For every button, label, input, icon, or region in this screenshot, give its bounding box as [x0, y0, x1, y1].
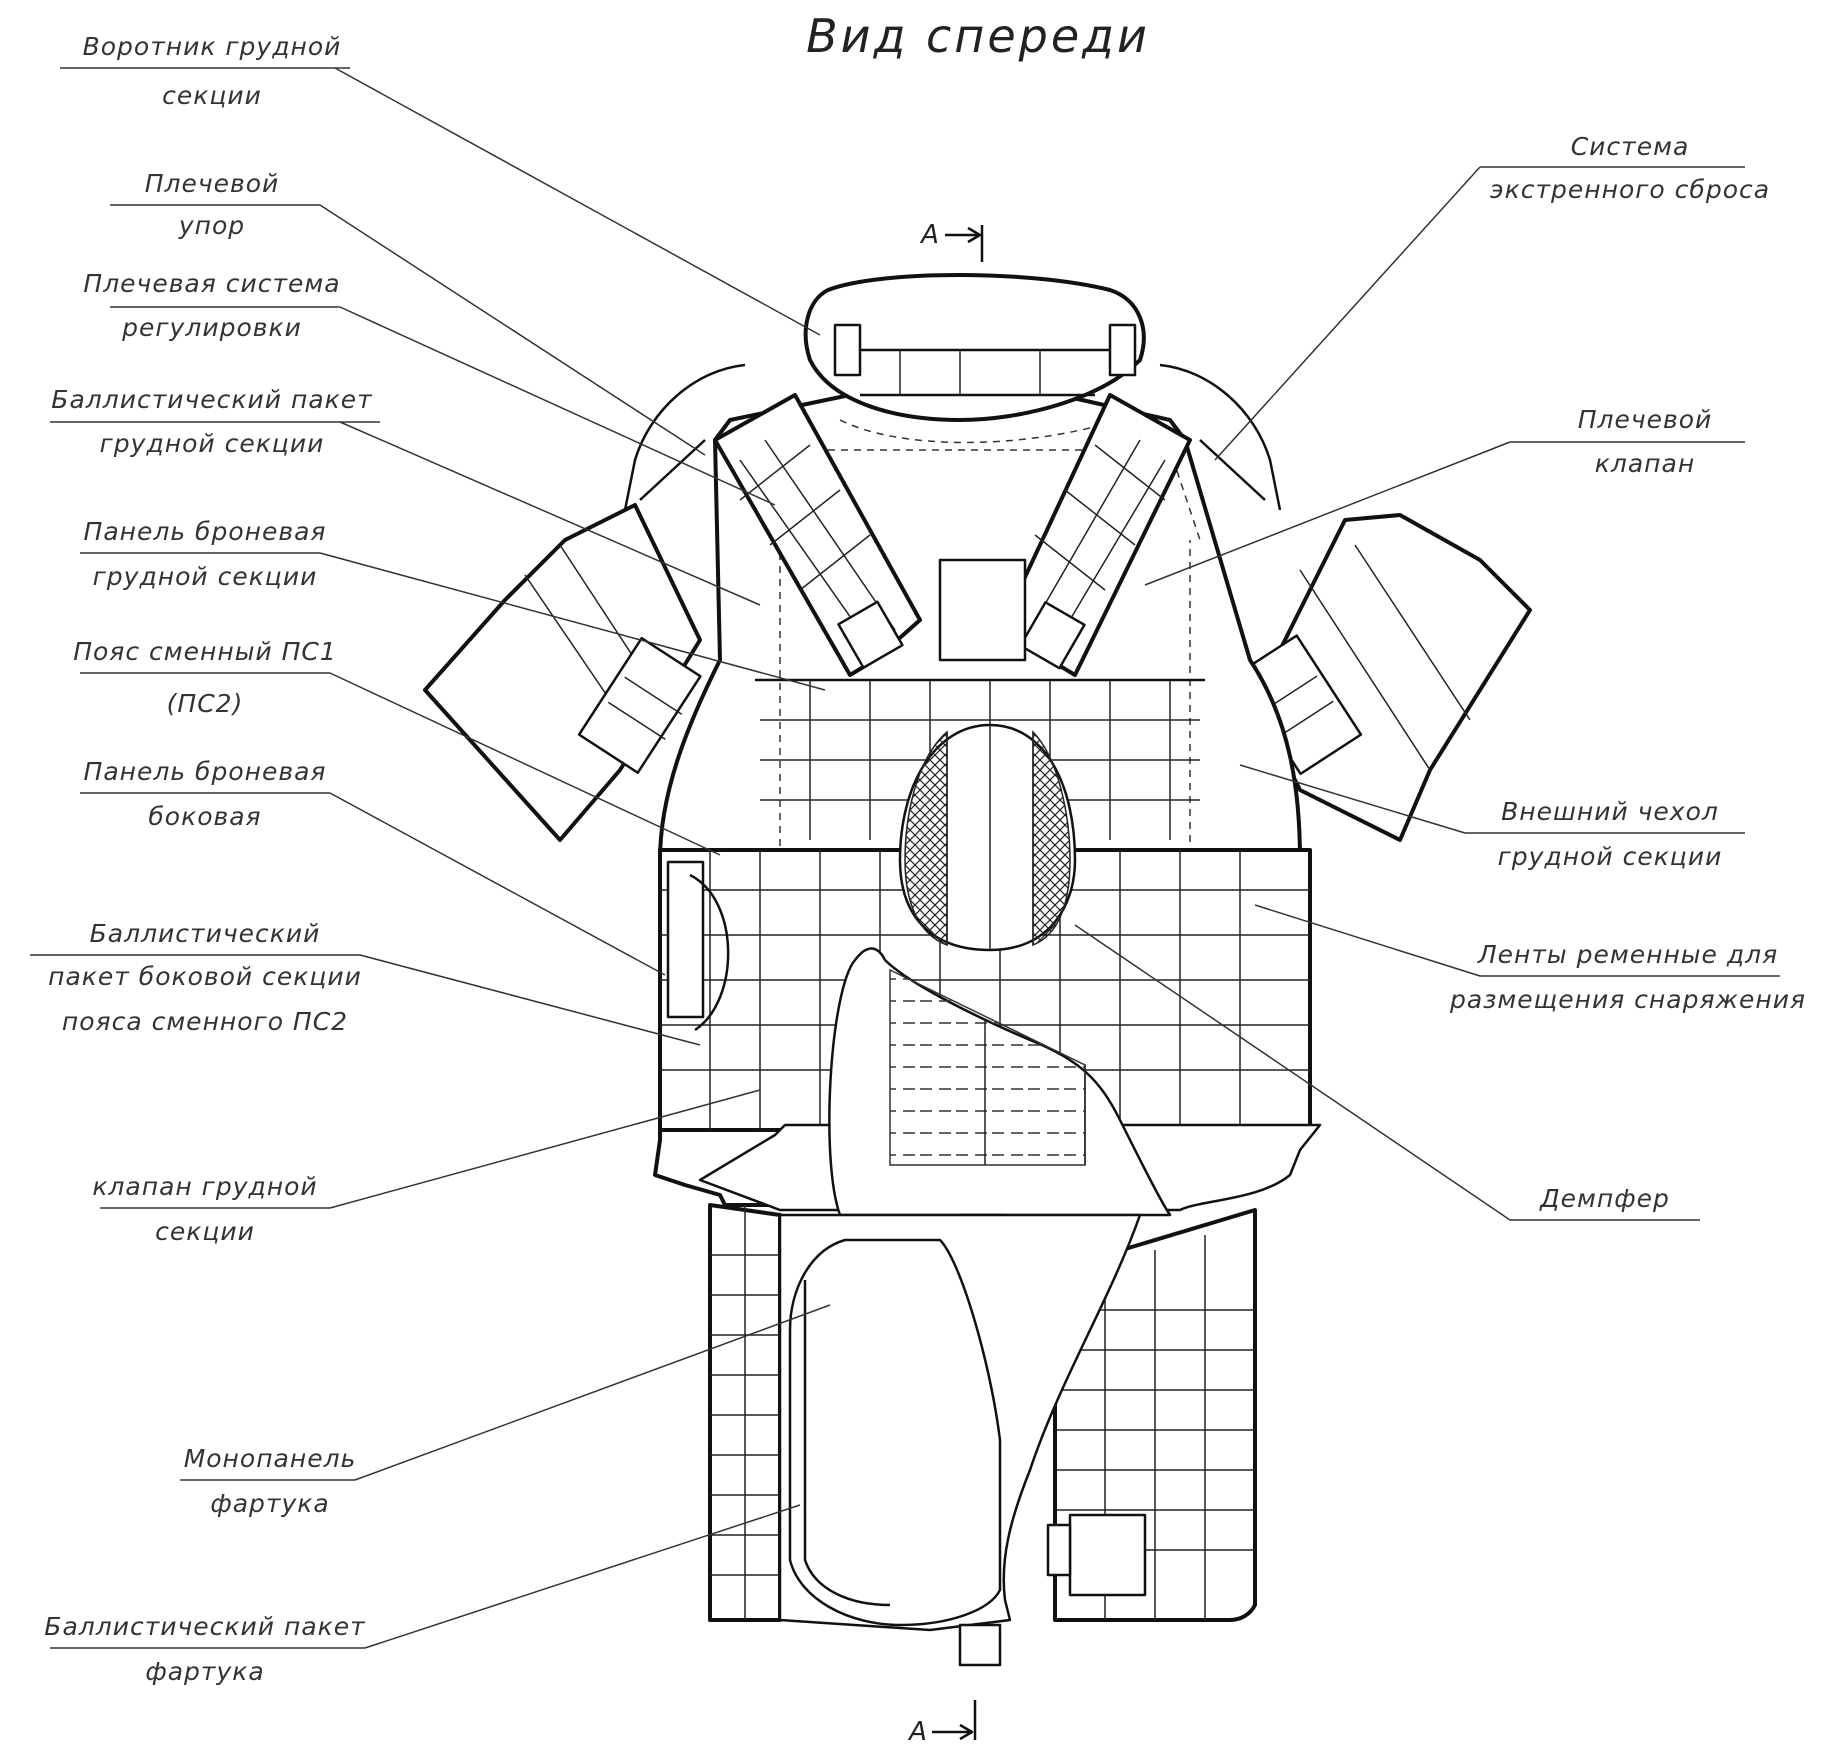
label-left-6: Панель броневая боковая	[80, 757, 666, 976]
label-right-1-line-0: Плечевой	[1578, 405, 1713, 434]
section-mark-top: А	[919, 220, 984, 262]
label-right-0: Система экстренного сброса	[1214, 132, 1770, 461]
label-left-0-line-0: Воротник грудной	[83, 32, 342, 61]
label-left-3-line-0: Баллистический пакет	[51, 385, 373, 414]
label-left-7-line-0: Баллистический	[90, 919, 321, 948]
left-shoulder-strap	[713, 393, 922, 677]
section-mark-bottom-label: А	[907, 1717, 927, 1747]
label-left-3-line-1: грудной секции	[100, 429, 325, 458]
label-left-7-line-2: пояса сменного ПС2	[62, 1007, 348, 1036]
label-right-3-line-1: размещения снаряжения	[1449, 985, 1806, 1014]
label-right-0-line-0: Система	[1571, 132, 1690, 161]
label-left-5-line-0: Пояс сменный ПС1	[73, 637, 337, 666]
label-left-7-line-1: пакет боковой секции	[48, 962, 362, 991]
right-shoulder-strap	[1003, 393, 1192, 677]
label-right-3-line-0: Ленты ременные для	[1477, 940, 1778, 969]
label-left-10: Баллистический пакет фартука	[44, 1504, 801, 1686]
label-left-8: клапан грудной секции	[92, 1089, 761, 1246]
collar	[803, 273, 1146, 444]
label-left-10-line-1: фартука	[145, 1657, 264, 1686]
label-left-7: Баллистический пакет боковой секции пояс…	[30, 919, 701, 1046]
section-mark-top-label: А	[919, 220, 939, 250]
label-left-2-line-1: регулировки	[121, 313, 302, 342]
label-left-9: Монопанель фартука	[180, 1304, 831, 1518]
label-left-9-line-1: фартука	[210, 1489, 329, 1518]
label-left-5-line-1: (ПС2)	[167, 689, 244, 718]
label-left-1-line-0: Плечевой	[145, 169, 280, 198]
label-right-1: Плечевой клапан	[1144, 405, 1745, 586]
label-left-6-line-1: боковая	[148, 802, 261, 831]
label-left-4-line-1: грудной секции	[93, 562, 318, 591]
label-left-6-line-0: Панель броневая	[84, 757, 327, 786]
label-right-4-line-0: Демпфер	[1539, 1184, 1670, 1213]
label-right-4: Демпфер	[1074, 924, 1700, 1221]
vest-drawing	[423, 273, 1532, 1667]
section-mark-bottom: А	[907, 1700, 977, 1747]
label-right-2-line-1: грудной секции	[1498, 842, 1723, 871]
label-left-0-line-1: секции	[162, 81, 262, 110]
label-left-4: Панель броневая грудной секции	[80, 517, 826, 691]
label-left-0: Воротник грудной секции	[60, 32, 821, 336]
groin-apron	[708, 1203, 1257, 1667]
label-left-4-line-0: Панель броневая	[84, 517, 327, 546]
label-right-3: Ленты ременные для размещения снаряжения	[1254, 904, 1806, 1014]
label-left-8-line-1: секции	[155, 1217, 255, 1246]
label-left-3: Баллистический пакет грудной секции	[50, 385, 761, 606]
label-left-1-line-1: упор	[178, 211, 245, 240]
diagram-title: Вид спереди	[806, 9, 1150, 63]
cutaway-layers	[828, 947, 1172, 1217]
label-right-2: Внешний чехол грудной секции	[1239, 764, 1745, 871]
left-shoulder-pad	[423, 503, 702, 842]
label-right-2-line-0: Внешний чехол	[1501, 797, 1719, 826]
damper	[898, 723, 1077, 952]
label-right-1-line-1: клапан	[1595, 449, 1695, 478]
label-left-2-line-0: Плечевая система	[83, 269, 340, 298]
label-left-10-line-0: Баллистический пакет	[44, 1612, 366, 1641]
label-left-8-line-0: клапан грудной	[92, 1172, 317, 1201]
label-left-5: Пояс сменный ПС1 (ПС2)	[73, 637, 721, 856]
label-right-0-line-1: экстренного сброса	[1490, 175, 1770, 204]
label-left-2: Плечевая система регулировки	[83, 269, 776, 506]
chest-patch	[938, 558, 1027, 662]
label-left-9-line-0: Монопанель	[184, 1444, 357, 1473]
label-left-1: Плечевой упор	[110, 169, 706, 456]
